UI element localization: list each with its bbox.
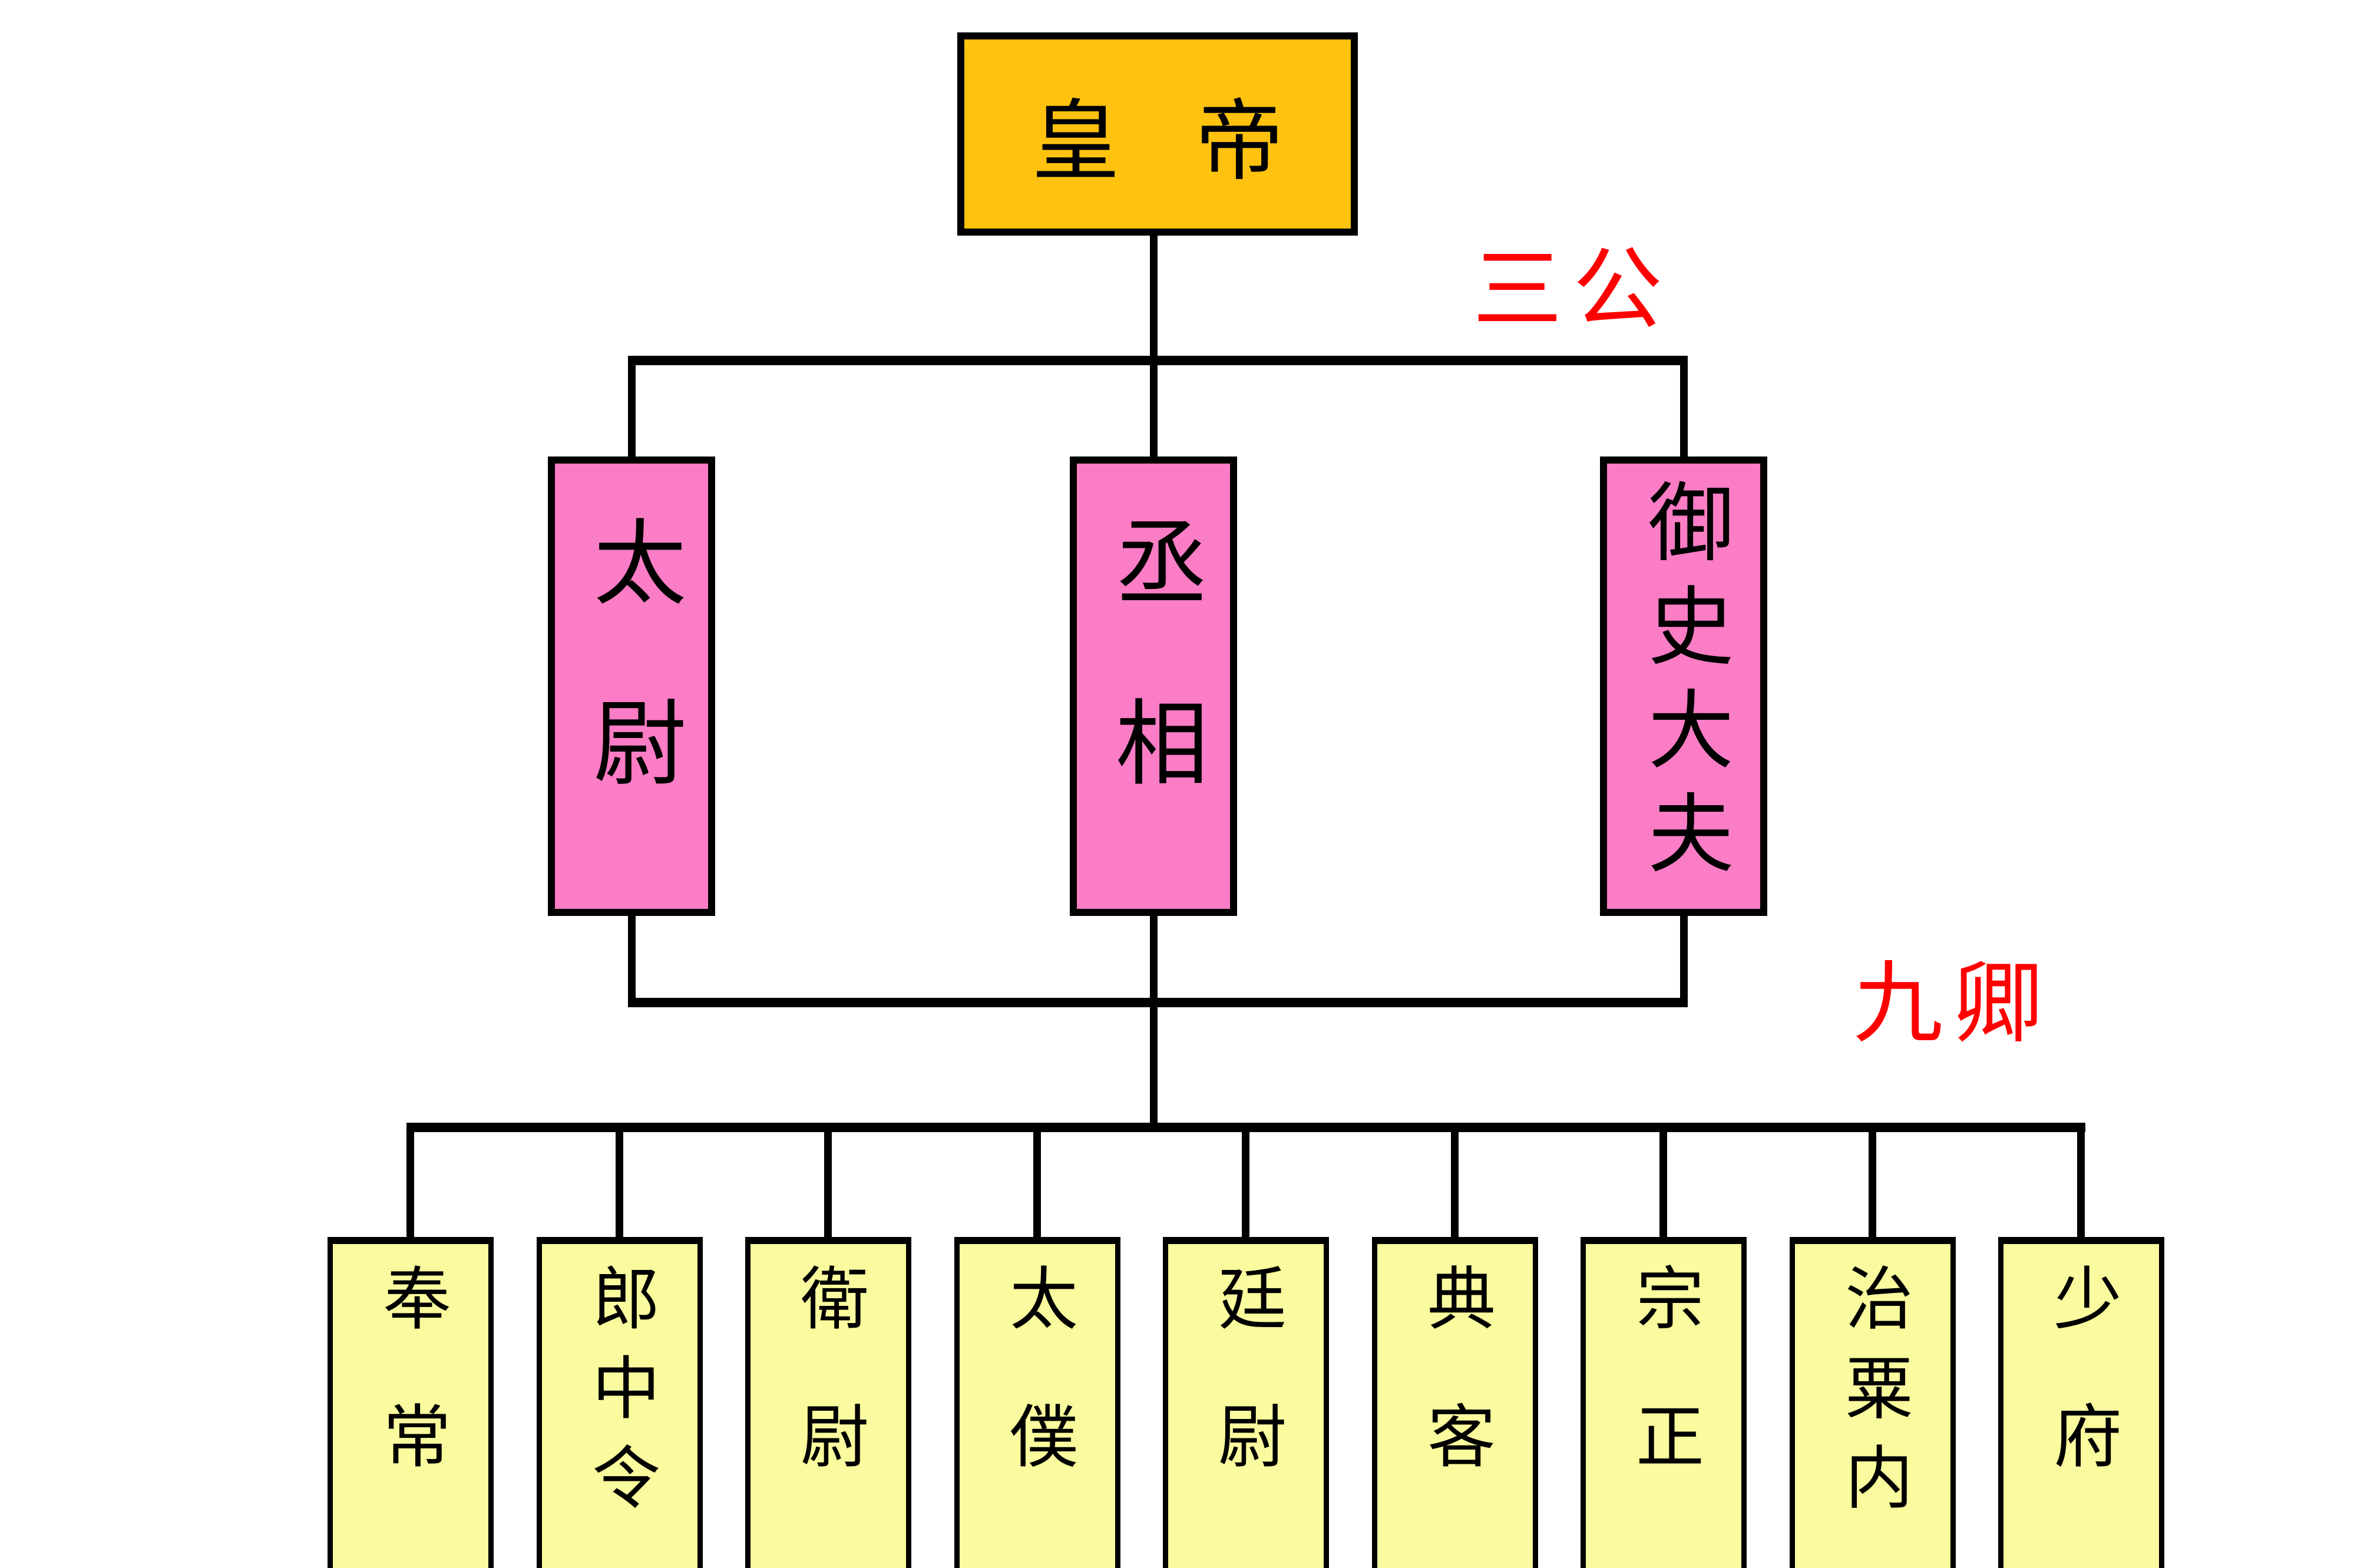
node-tingwei: 廷尉 (1163, 1237, 1329, 1568)
connector-drop-tingwei (1242, 1129, 1249, 1240)
node-emperor: 皇帝 (957, 32, 1358, 236)
node-tingwei-label: 廷尉 (1206, 1263, 1286, 1539)
connector-drop-taipu (1033, 1129, 1041, 1240)
connector-drop-yushidafu (1680, 356, 1688, 459)
connector-drop-zongzheng (1659, 1129, 1667, 1240)
connector-drop-taiwei (628, 356, 636, 459)
node-dianke-label: 典客 (1416, 1263, 1495, 1539)
node-fengchang-label: 奉常 (371, 1263, 451, 1539)
connector-drop-dianke (1451, 1129, 1459, 1240)
node-taipu: 太僕 (954, 1237, 1120, 1568)
node-zongzheng-label: 宗正 (1624, 1263, 1704, 1539)
connector-root-stem (1150, 230, 1158, 359)
node-shaofu-label: 少府 (2042, 1263, 2121, 1539)
node-langzhongling-label: 郎中令 (580, 1263, 660, 1531)
connector-drop-zhisunei (1869, 1129, 1876, 1240)
annotation-jiuqing: 九卿 (1853, 951, 2054, 1056)
connector-level1-rail (628, 356, 1688, 365)
connector-yushidafu-down (1680, 912, 1688, 1004)
node-shaofu: 少府 (1998, 1237, 2164, 1568)
connector-drop-fengchang (406, 1129, 414, 1240)
node-zhisunei: 治粟内 (1790, 1237, 1956, 1568)
node-emperor-label: 皇帝 (1031, 91, 1360, 193)
node-yushidafu: 御史大夫 (1600, 456, 1767, 916)
annotation-sangong: 三公 (1473, 237, 1673, 342)
node-chengxiang-label: 丞相 (1099, 514, 1208, 875)
node-langzhongling: 郎中令 (537, 1237, 703, 1568)
connector-taiwei-down (628, 912, 636, 1004)
node-taiwei-label: 太尉 (577, 514, 686, 875)
connector-drop-shaofu (2077, 1129, 2085, 1240)
node-taiwei: 太尉 (548, 456, 715, 916)
node-fengchang: 奉常 (328, 1237, 494, 1568)
connector-drop-weiwei (824, 1129, 832, 1240)
node-zhisunei-label: 治粟内 (1833, 1263, 1913, 1531)
connector-drop-chengxiang (1150, 356, 1158, 459)
connector-chengxiang-down (1150, 912, 1158, 1132)
connector-collect-rail (628, 998, 1688, 1007)
node-chengxiang: 丞相 (1070, 456, 1237, 916)
node-zongzheng: 宗正 (1581, 1237, 1747, 1568)
node-yushidafu-label: 御史大夫 (1634, 478, 1734, 892)
node-dianke: 典客 (1372, 1237, 1538, 1568)
node-weiwei: 衛尉 (745, 1237, 911, 1568)
node-taipu-label: 太僕 (998, 1263, 1077, 1539)
connector-drop-langzhongling (616, 1129, 623, 1240)
node-weiwei-label: 衛尉 (789, 1263, 868, 1539)
